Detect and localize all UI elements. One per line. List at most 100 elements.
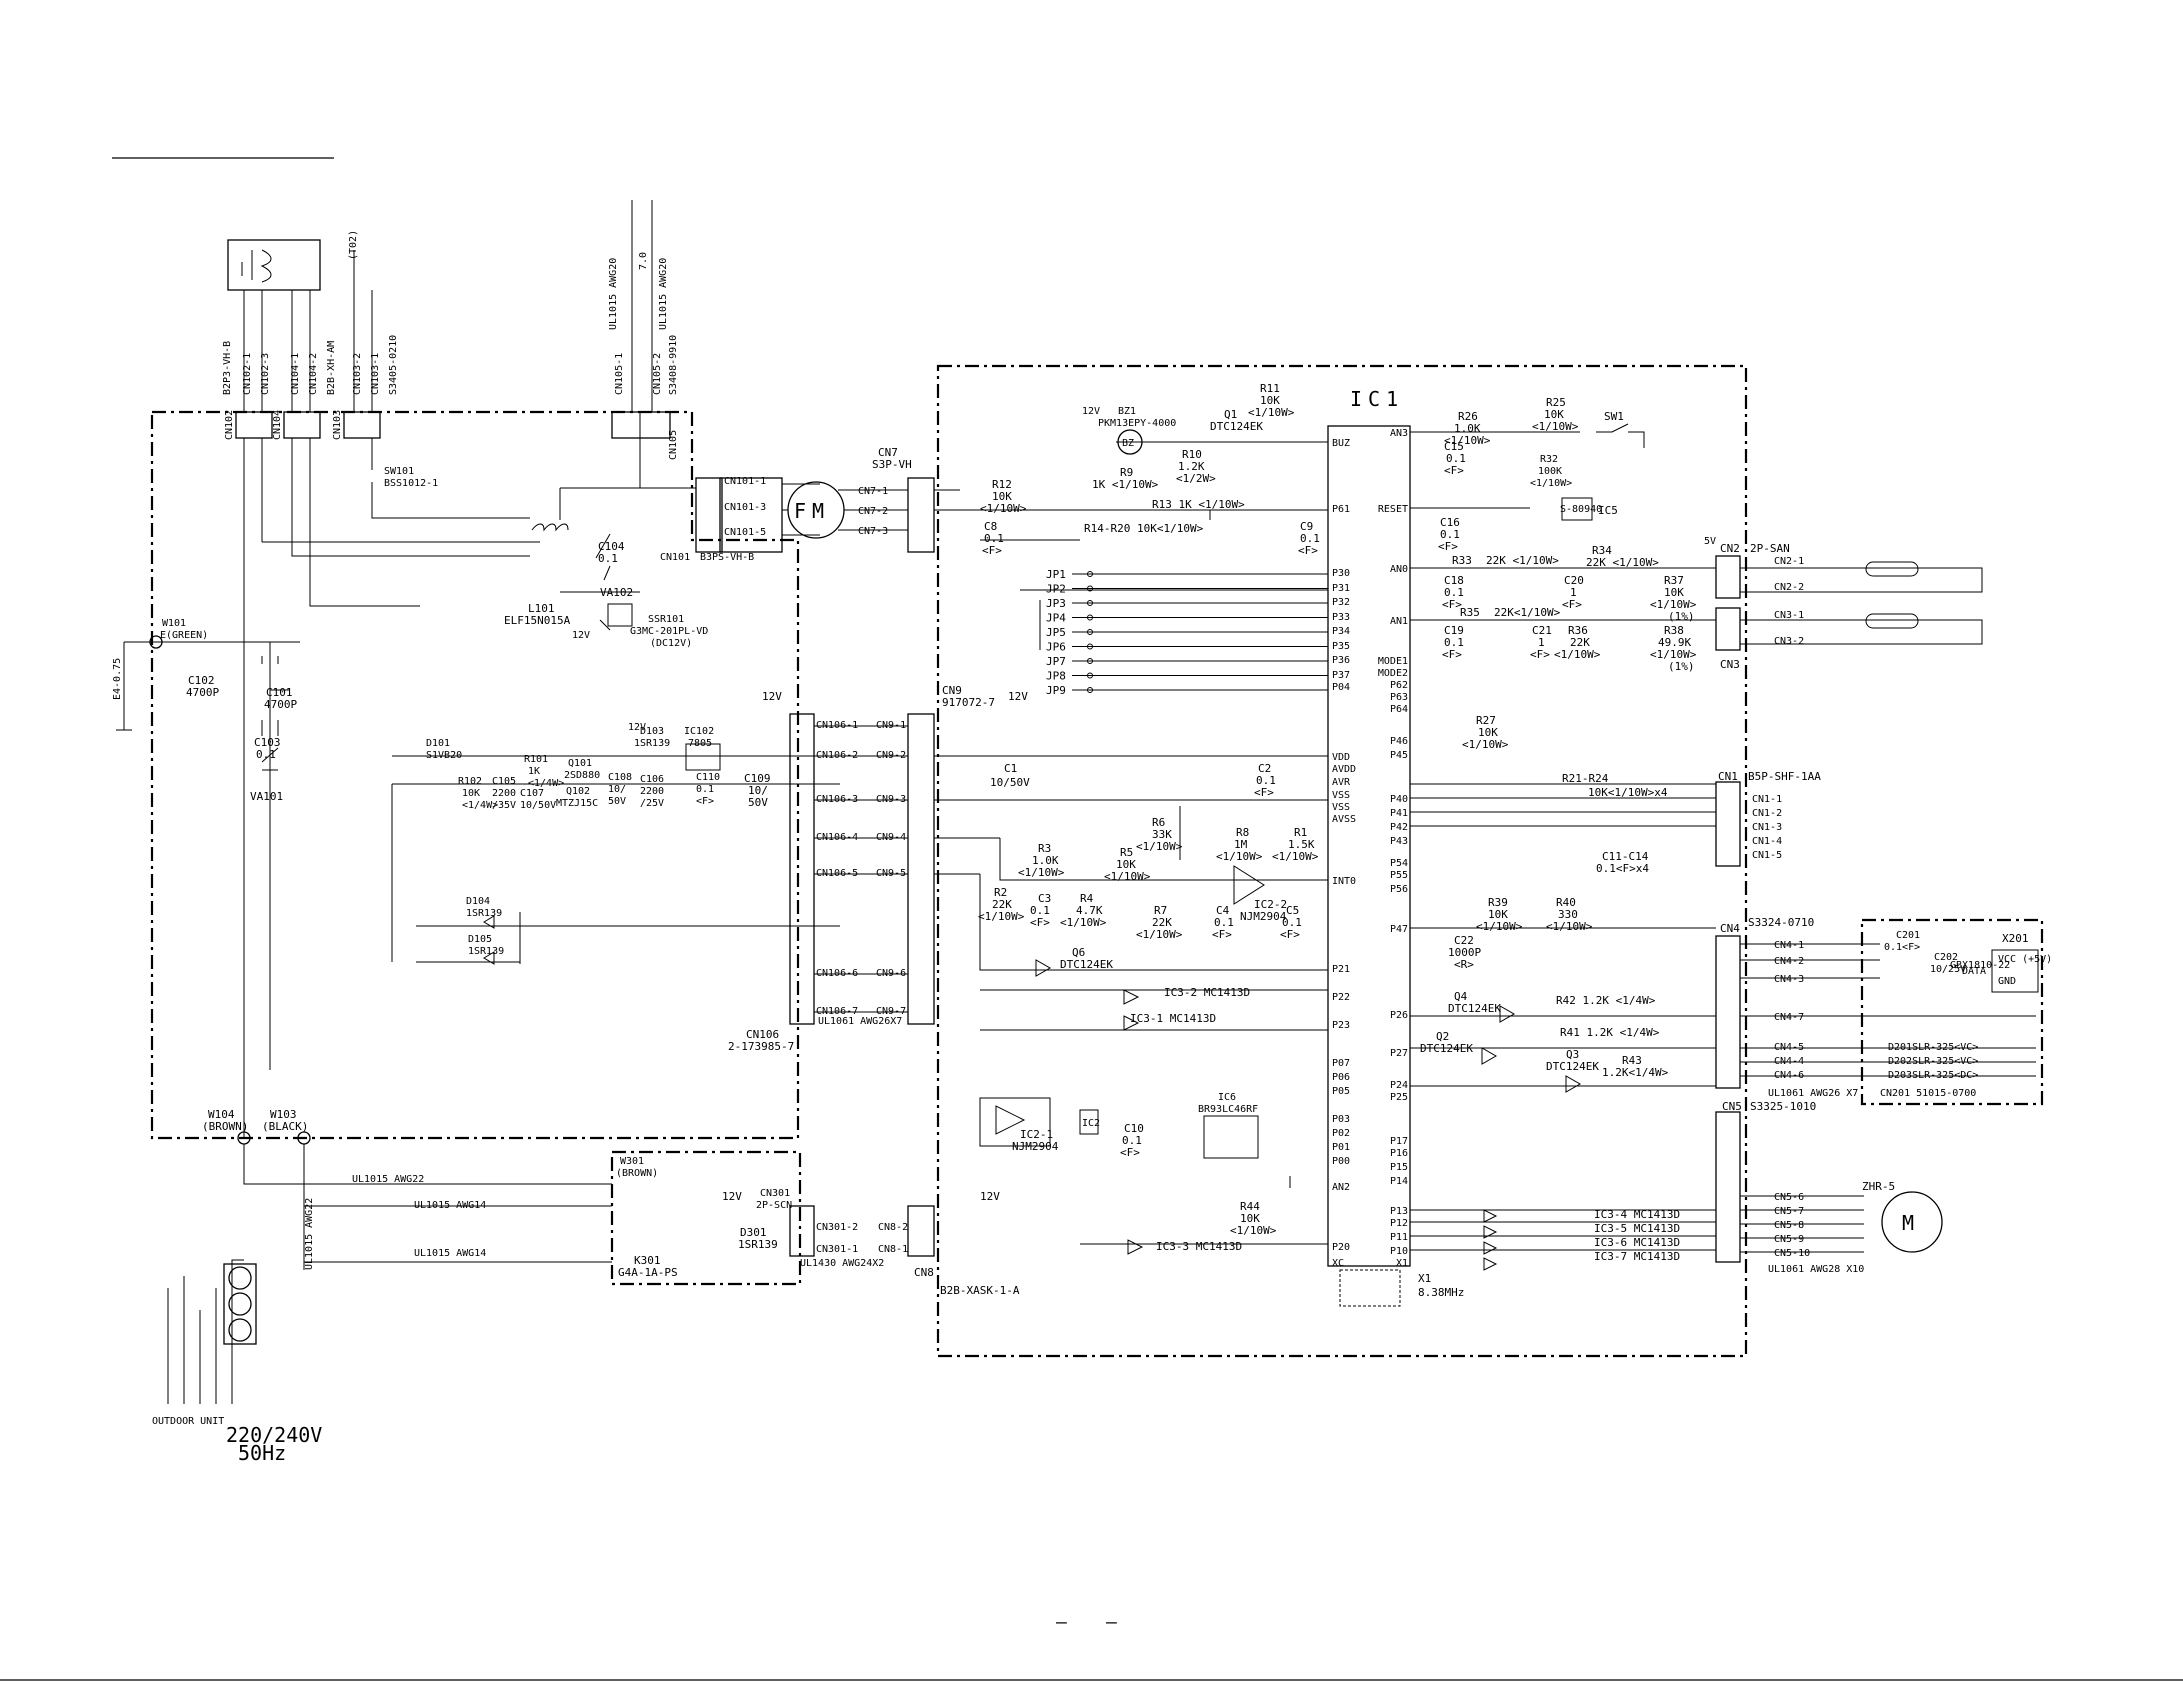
ic3-4-label: IC3-4 MC1413D <box>1594 1208 1680 1221</box>
r21-label: R21-R24 <box>1562 772 1609 785</box>
cn9-traces <box>814 725 908 1013</box>
louver-motor-symbol <box>1881 1191 1943 1253</box>
c1-value: 10/50V <box>990 776 1030 789</box>
c1-label: C1 <box>1004 762 1017 775</box>
cn7-pin1: CN7-1 <box>858 486 888 497</box>
receiver-vcc: VCC (+5V) <box>1998 954 2052 965</box>
ic1-pin-right: P13 <box>1390 1206 1408 1217</box>
w101-label: W101 <box>162 618 186 629</box>
cn106-body <box>789 713 815 1025</box>
cn101-label-box <box>719 477 783 553</box>
cn103-title: S3405-0210 <box>388 335 399 395</box>
cn4-cable: UL1061 AWG26 X7 <box>1768 1088 1858 1099</box>
q4-label: Q4 <box>1454 990 1468 1003</box>
r40-label: R40 <box>1556 896 1576 909</box>
r7-label: R7 <box>1154 904 1167 917</box>
c201-value: 0.1<F> <box>1884 942 1920 953</box>
cn2-label: CN2 <box>1720 542 1740 555</box>
r25-watt: <1/10W> <box>1532 420 1579 433</box>
r10-label: R10 <box>1182 448 1202 461</box>
r2-value: 22K <box>992 898 1012 911</box>
cn9-cable: UL1061 AWG26X7 <box>818 1016 902 1027</box>
transformer-symbol <box>241 249 272 283</box>
cn106-cn9-bus: CN106-1 CN106-2 CN106-3 CN106-4 CN106-5 … <box>728 684 1028 1053</box>
r43-label: R43 <box>1622 1054 1642 1067</box>
ul-awg22-label: UL1015 AWG22 <box>352 1174 424 1185</box>
cn4-label: CN4 <box>1720 922 1740 935</box>
cn4-body <box>1715 935 1741 1089</box>
c107-label: C107 <box>520 788 544 799</box>
r44-watt: <1/10W> <box>1230 1224 1277 1237</box>
ic1-pin-right: P55 <box>1390 870 1408 881</box>
cn7-title: S3P-VH <box>872 458 912 471</box>
buzzer-label: BZ <box>1122 438 1134 449</box>
jumper-5-contact <box>1087 629 1093 635</box>
cn103-pin2: CN103-2 <box>352 353 363 395</box>
cn102-pin1: CN102-1 <box>242 353 253 395</box>
r36-label: R36 <box>1568 624 1588 637</box>
q2-part: DTC124EK <box>1420 1042 1473 1055</box>
jumper-9-label: JP9 <box>1046 684 1066 697</box>
c103-value: 0.1 <box>256 748 276 761</box>
c9-value: 0.1 <box>1300 532 1320 545</box>
r37-tolerance: (1%) <box>1668 610 1695 623</box>
cn201-label: CN201 51015-0700 <box>1880 1088 1976 1099</box>
cn5-cable: UL1061 AWG28 X10 <box>1768 1264 1864 1275</box>
cn106-pin7: CN106-7 <box>816 1006 858 1017</box>
cn104-title: B2B-XH-AM <box>326 341 337 395</box>
c110-label: C110 <box>696 772 720 783</box>
d101-part: S1VB20 <box>426 750 462 761</box>
r41-label: R41 1.2K <1/4W> <box>1560 1026 1660 1039</box>
ic1-pin-left: P34 <box>1332 626 1350 637</box>
cn5-pin10: CN5-10 <box>1774 1248 1810 1259</box>
ic3-3-label: IC3-3 MC1413D <box>1156 1240 1242 1253</box>
cn8-pin2: CN8-2 <box>878 1222 908 1233</box>
ic1-pin-right: P26 <box>1390 1010 1408 1021</box>
thermistor-leads <box>1740 567 1983 645</box>
louver-motor-label: M <box>1902 1211 1920 1235</box>
r35-value: 22K<1/10W> <box>1494 606 1561 619</box>
jumper-1-contact <box>1087 571 1093 577</box>
cn103-body <box>343 411 381 439</box>
jumper-3-contact <box>1087 600 1093 606</box>
c201-label: C201 <box>1896 930 1920 941</box>
r39-watt: <1/10W> <box>1476 920 1523 933</box>
transistor-drivers <box>1481 1005 1582 1093</box>
cn104-pin2: CN104-2 <box>308 353 319 395</box>
c16-value: 0.1 <box>1440 528 1460 541</box>
q102-label: Q102 <box>566 786 590 797</box>
ic1-right-traces <box>1410 431 1716 1087</box>
ic1-pin-left: P00 <box>1332 1156 1350 1167</box>
c110-fmark: <F> <box>696 796 714 807</box>
ic1-pin-right: P12 <box>1390 1218 1408 1229</box>
c20-value: 1 <box>1570 586 1577 599</box>
ssr101-supply: 12V <box>572 630 590 641</box>
cn105-body <box>611 411 671 439</box>
c21-label: C21 <box>1532 624 1552 637</box>
r1-label: R1 <box>1294 826 1307 839</box>
ic2-1-box <box>979 1097 1051 1147</box>
ic1-pin-left: P03 <box>1332 1114 1350 1125</box>
ic1-pin-left: AVDD <box>1332 764 1356 775</box>
c10-label: C10 <box>1124 1122 1144 1135</box>
ic2-label: IC2 <box>1082 1118 1100 1129</box>
r36-value: 22K <box>1570 636 1590 649</box>
x201-label: X201 <box>2002 932 2029 945</box>
r6-label: R6 <box>1152 816 1165 829</box>
cn5-title: S3325-1010 <box>1750 1100 1816 1113</box>
r102-value: 10K <box>462 788 480 799</box>
cn105-wire1: UL1015 AWG20 <box>608 258 619 330</box>
ic2-body <box>1079 1109 1099 1135</box>
c105-label: C105 <box>492 776 516 787</box>
va102-label: VA102 <box>600 586 633 599</box>
d104-part: 1SR139 <box>466 908 502 919</box>
ic1-pins-right: AN3RESETAN0AN1MODE1MODE2P62P63P64P46P45P… <box>1378 428 1408 1269</box>
r25-label: R25 <box>1546 396 1566 409</box>
r25-value: 10K <box>1544 408 1564 421</box>
ic1-pin-right: P16 <box>1390 1148 1408 1159</box>
r6-watt: <1/10W> <box>1136 840 1183 853</box>
cn105-pin1: CN105-1 <box>614 353 625 395</box>
cn4-pin7: CN4-7 <box>1774 1012 1804 1023</box>
cn8-label: CN8 <box>914 1266 934 1279</box>
d301-label: D301 <box>740 1226 767 1239</box>
